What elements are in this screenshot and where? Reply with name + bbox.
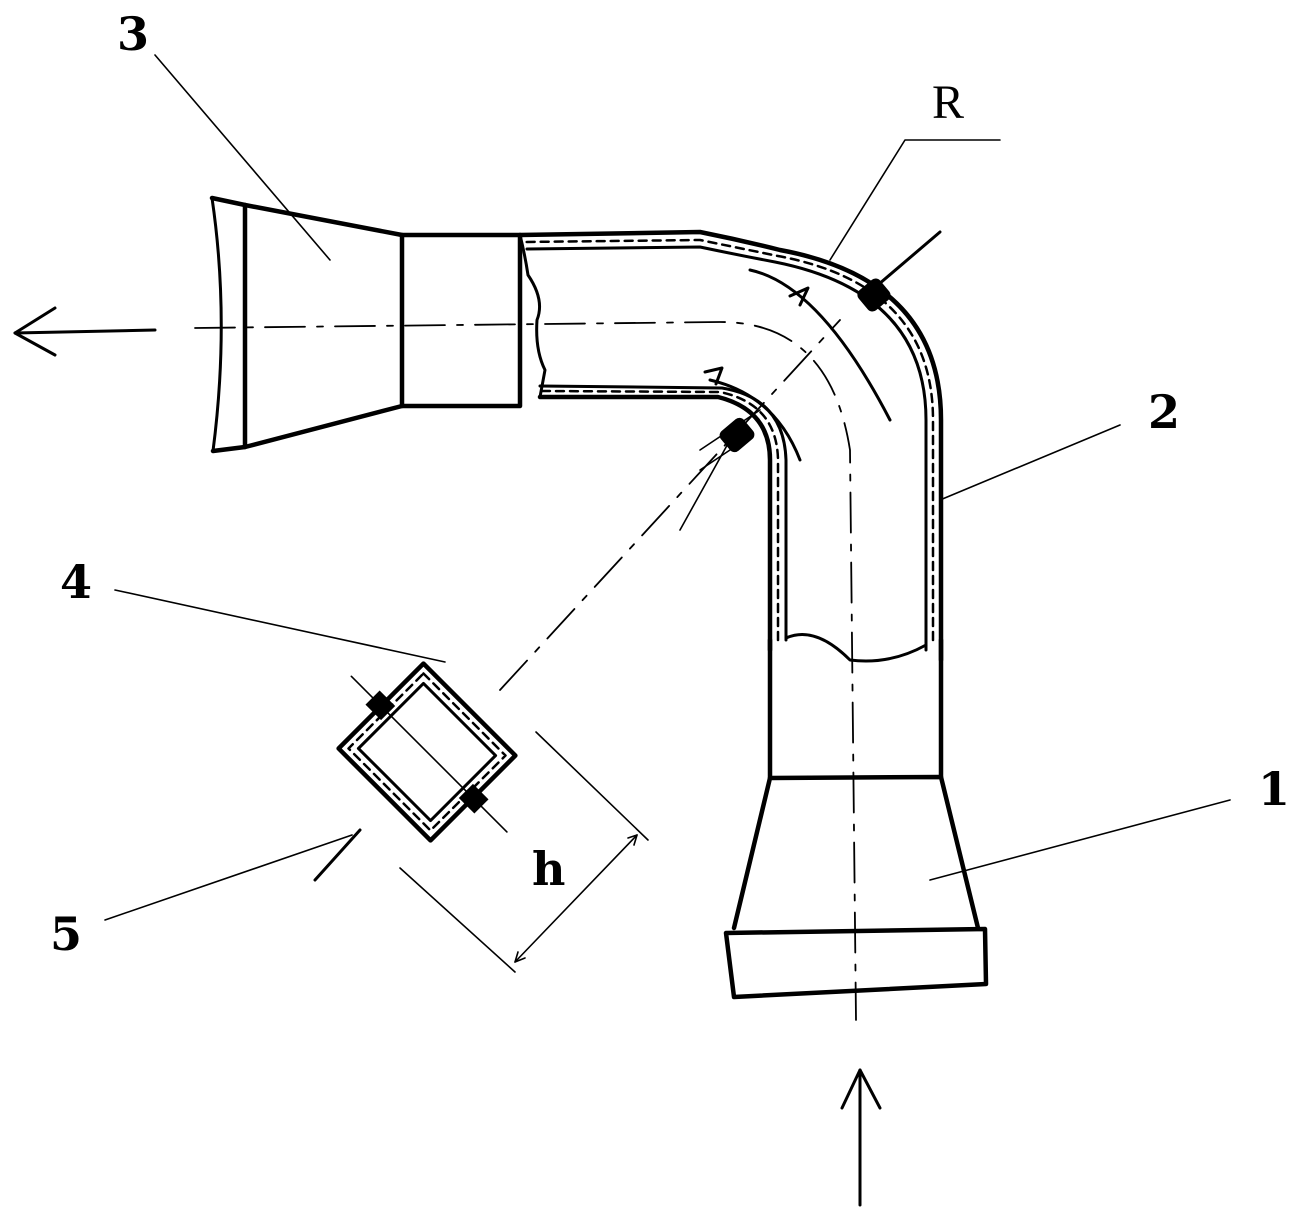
dimension-h bbox=[400, 732, 648, 972]
label-h: h bbox=[532, 842, 565, 896]
label-r: R bbox=[932, 76, 964, 129]
label-5: 5 bbox=[50, 907, 82, 961]
center-lines bbox=[195, 320, 856, 1020]
label-3: 3 bbox=[117, 7, 149, 61]
outlet-diffuser bbox=[212, 198, 520, 451]
sample-box bbox=[309, 634, 549, 874]
leader-lines bbox=[105, 55, 1230, 920]
outflow-arrow bbox=[15, 308, 155, 355]
label-4: 4 bbox=[60, 555, 92, 609]
label-2: 2 bbox=[1148, 385, 1180, 439]
label-1: 1 bbox=[1258, 762, 1290, 816]
sensor-mount-inner bbox=[680, 410, 760, 530]
inflow-arrow bbox=[842, 1070, 880, 1205]
